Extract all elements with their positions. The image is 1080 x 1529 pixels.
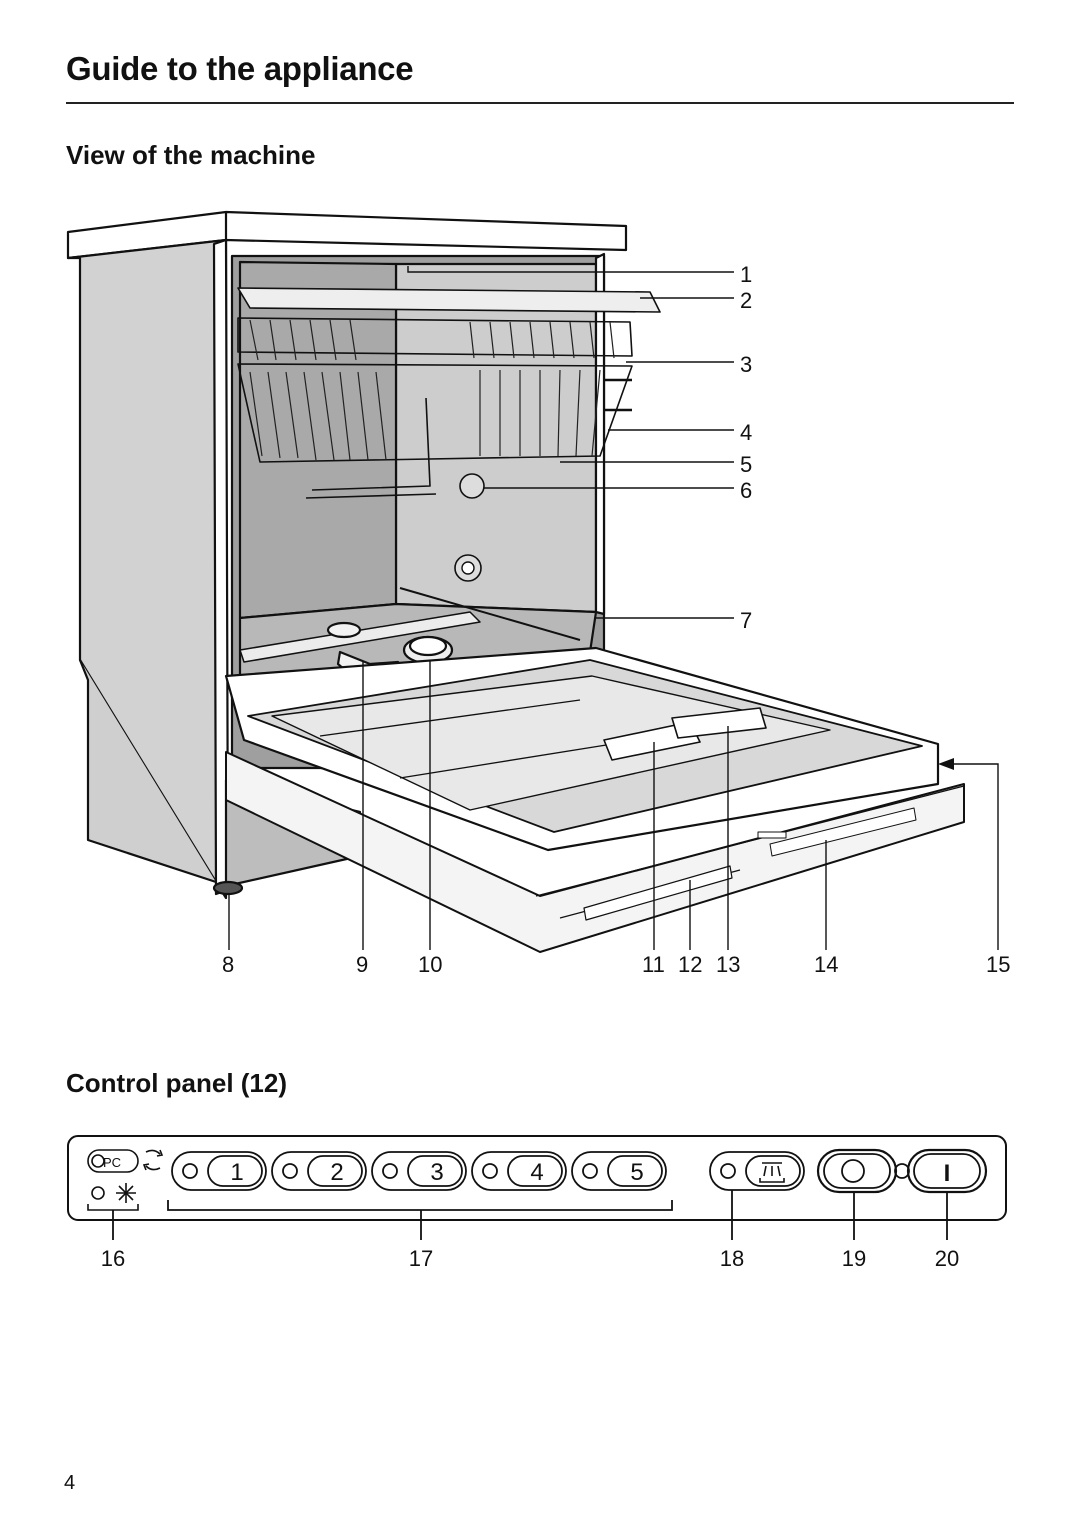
option-button[interactable]	[709, 1151, 805, 1191]
salt-refill-icon	[142, 1149, 164, 1171]
rinse-aid-icon	[116, 1183, 136, 1203]
program-button-3[interactable]	[371, 1151, 467, 1191]
page-title: Guide to the appliance	[66, 50, 414, 87]
control-panel-illustration: PC	[67, 1135, 1007, 1271]
callout-17: 17	[409, 1246, 433, 1271]
callout-13: 13	[716, 952, 740, 977]
program-label-3: 3	[430, 1159, 443, 1186]
program-button-5[interactable]	[571, 1151, 667, 1191]
callout-1: 1	[740, 262, 752, 287]
callout-5: 5	[740, 452, 752, 477]
callout-9: 9	[356, 952, 368, 977]
section-heading-view: View of the machine	[66, 140, 316, 170]
program-button-4[interactable]	[471, 1151, 567, 1191]
drying-option-icon	[759, 1162, 785, 1183]
pc-indicator	[87, 1149, 139, 1173]
title-divider	[66, 102, 1014, 104]
machine-illustration: 1 2 3 4 5 6 7 8 9 10 11 12 13 14 15	[66, 210, 1010, 977]
callout-8: 8	[222, 952, 234, 977]
program-label-5: 5	[630, 1159, 643, 1186]
program-button-2[interactable]	[271, 1151, 367, 1191]
callout-16: 16	[101, 1246, 125, 1271]
callout-6: 6	[740, 478, 752, 503]
section-heading-control-panel: Control panel (12)	[66, 1068, 288, 1098]
callout-19: 19	[842, 1246, 866, 1271]
page-number: 4	[64, 1472, 76, 1494]
callout-11: 11	[642, 952, 665, 977]
callout-15: 15	[986, 952, 1010, 977]
callout-7: 7	[740, 608, 752, 633]
callout-14: 14	[814, 952, 838, 977]
callout-2: 2	[740, 288, 752, 313]
power-label: I	[944, 1160, 951, 1187]
program-label-4: 4	[530, 1159, 543, 1186]
callout-3: 3	[740, 352, 752, 377]
program-label-2: 2	[330, 1159, 343, 1186]
program-button-1[interactable]	[171, 1151, 267, 1191]
program-label-1: 1	[230, 1159, 243, 1186]
door-release-button[interactable]	[816, 1148, 898, 1194]
callout-20: 20	[935, 1246, 959, 1271]
pc-label: PC	[103, 1155, 121, 1170]
callout-10: 10	[418, 952, 442, 977]
callout-12: 12	[678, 952, 702, 977]
callout-18: 18	[720, 1246, 744, 1271]
rinse-aid-indicator	[91, 1186, 105, 1200]
callout-4: 4	[740, 420, 752, 445]
